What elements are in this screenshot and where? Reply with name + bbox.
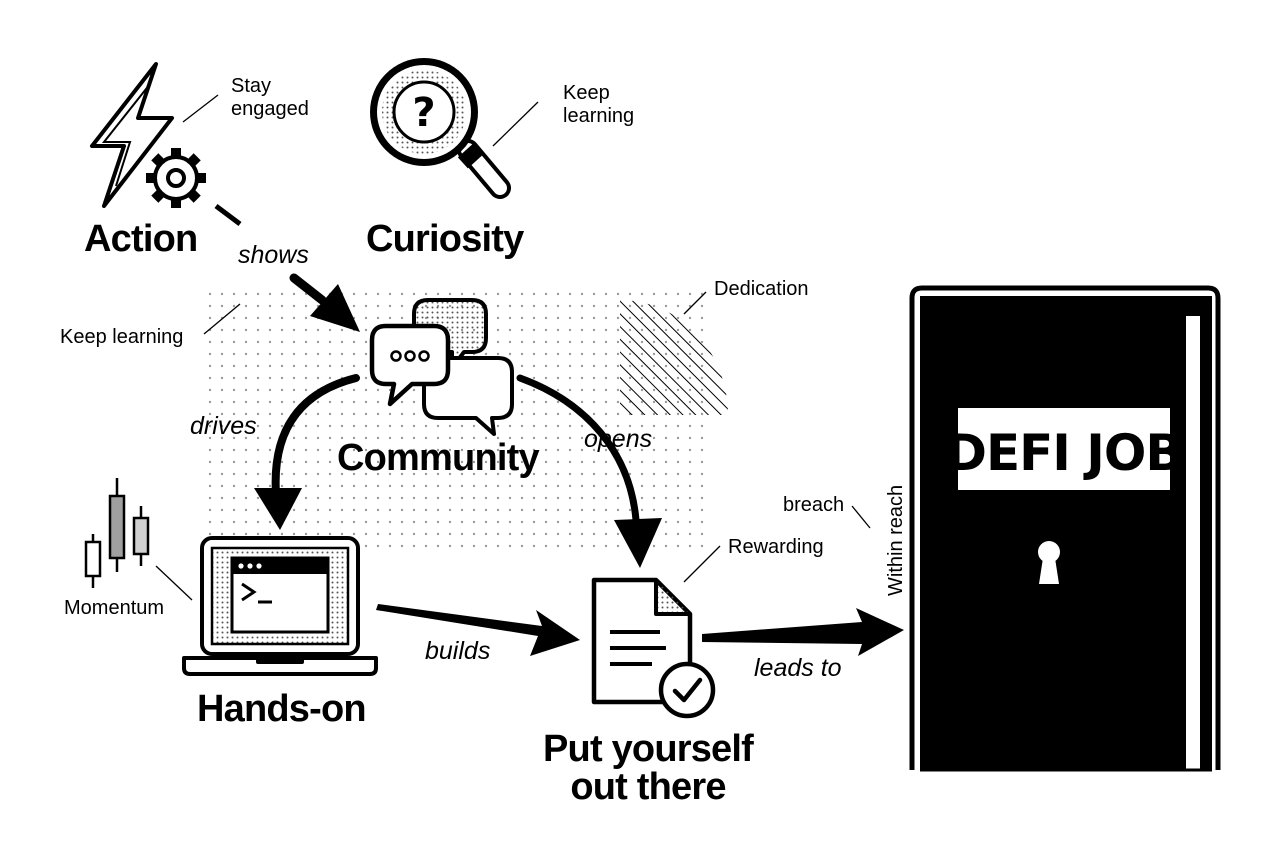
door-sign-text: DEFI JOB bbox=[945, 424, 1182, 482]
node-curiosity: Curiosity bbox=[366, 218, 524, 260]
stay-engaged-label-2: engaged bbox=[231, 98, 309, 120]
gear-icon bbox=[146, 148, 206, 208]
node-put-yourself-line2: out there bbox=[570, 766, 725, 808]
open-door-icon bbox=[909, 285, 1221, 772]
magnifier-question-icon: ? bbox=[370, 58, 511, 199]
laptop-terminal-icon bbox=[182, 536, 378, 676]
breach-label: breach bbox=[783, 494, 844, 516]
arrow-leads-to bbox=[702, 608, 904, 656]
connector-shows: shows bbox=[238, 241, 309, 269]
node-community: Community bbox=[337, 437, 539, 479]
rewarding-label: Rewarding bbox=[728, 536, 824, 558]
growth-label: Growth bbox=[1093, 683, 1157, 705]
candlestick-icon bbox=[84, 478, 150, 588]
door-sign bbox=[954, 404, 1174, 494]
dots-growth-icon bbox=[1104, 611, 1163, 672]
node-hands-on: Hands-on bbox=[197, 688, 366, 730]
connector-leads-to: leads to bbox=[754, 654, 842, 682]
arrow-drives bbox=[254, 488, 302, 530]
dedication-label: Dedication bbox=[714, 278, 809, 300]
arrow-shows bbox=[310, 284, 360, 332]
stay-engaged-label-1: Stay bbox=[231, 75, 271, 97]
document-check-icon bbox=[591, 577, 716, 719]
connector-builds: builds bbox=[425, 637, 490, 665]
keep-learning-top-label-1: Keep bbox=[563, 82, 610, 104]
node-action: Action bbox=[84, 218, 197, 260]
within-reach-label: Within reach bbox=[885, 485, 907, 596]
svg-text:?: ? bbox=[412, 90, 435, 136]
hatch-quarter-circle bbox=[620, 300, 728, 415]
connector-opens: opens bbox=[584, 425, 652, 453]
lightning-icon bbox=[90, 62, 174, 208]
arrow-opens bbox=[614, 518, 662, 568]
node-put-yourself-line1: Put yourself bbox=[543, 728, 754, 770]
keyhole-icon bbox=[1038, 541, 1060, 584]
arrow-builds bbox=[376, 604, 580, 656]
keep-learning-top-label-2: learning bbox=[563, 105, 634, 127]
keep-learning-label: Keep learning bbox=[60, 326, 183, 348]
momentum-label: Momentum bbox=[64, 597, 164, 619]
speech-bubbles-icon bbox=[369, 298, 514, 436]
connector-drives: drives bbox=[190, 412, 257, 440]
